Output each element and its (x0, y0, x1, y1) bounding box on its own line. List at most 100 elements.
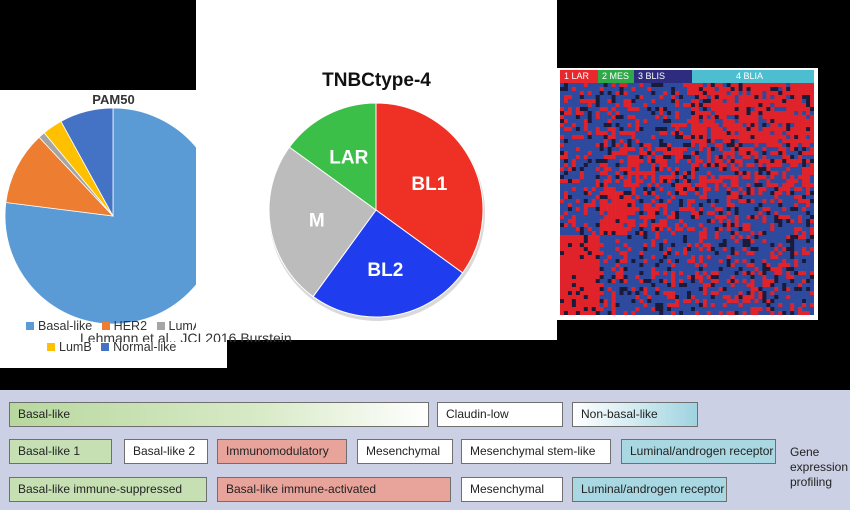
heatmap-cell (667, 211, 672, 216)
heatmap-cell (655, 183, 660, 188)
heatmap-cell (710, 247, 716, 252)
heatmap-cell (603, 251, 608, 256)
heatmap-cell (603, 107, 608, 112)
heatmap-cell (750, 295, 755, 300)
heatmap-cell (607, 123, 612, 128)
heatmap-cell (627, 295, 632, 300)
heatmap-cell (619, 227, 624, 232)
heatmap-cell (738, 115, 743, 120)
heatmap-cell (579, 175, 585, 180)
heatmap-cell (702, 239, 708, 244)
heatmap-cell (647, 195, 652, 200)
heatmap-cell (619, 155, 624, 160)
heatmap-cell (639, 119, 644, 124)
heatmap-cell (742, 143, 747, 148)
heatmap-cell (790, 103, 795, 108)
heatmap-cell (671, 287, 676, 292)
heatmap-cell (782, 219, 787, 224)
heatmap-cell (782, 131, 787, 136)
heatmap-cell (619, 135, 624, 140)
heatmap-cell (663, 187, 668, 192)
heatmap-cell (714, 223, 720, 228)
heatmap-cell (567, 303, 573, 308)
heatmap-cell (575, 227, 581, 232)
heatmap-cell (579, 235, 585, 240)
heatmap-cell (635, 227, 640, 232)
heatmap-cell (770, 251, 775, 256)
heatmap-cell (734, 195, 739, 200)
heatmap-cell (722, 259, 727, 264)
heatmap-cell (806, 243, 811, 248)
heatmap-cell (730, 259, 735, 264)
heatmap-cell (722, 243, 727, 248)
heatmap-cell (687, 239, 692, 244)
heatmap-cell (698, 127, 704, 132)
heatmap-segment-lar: 1 LAR (560, 70, 598, 83)
heatmap-cell (798, 95, 803, 100)
heatmap-cell (643, 155, 648, 160)
heatmap-cell (806, 259, 811, 264)
heatmap-cell (643, 303, 648, 308)
heatmap-cell (778, 191, 783, 196)
heatmap-cell (782, 127, 787, 132)
heatmap-cell (714, 107, 720, 112)
heatmap-cell (702, 215, 708, 220)
heatmap-cell (702, 159, 708, 164)
heatmap-cell (794, 243, 799, 248)
heatmap-cell (782, 91, 787, 96)
heatmap-cell (794, 203, 799, 208)
heatmap-cell (579, 291, 585, 296)
heatmap-cell (651, 267, 656, 272)
heatmap-cell (595, 91, 600, 96)
heatmap-cell (619, 111, 624, 116)
heatmap-cell (714, 195, 720, 200)
heatmap-cell (675, 135, 680, 140)
heatmap-cell (631, 111, 636, 116)
heatmap-cell (595, 175, 600, 180)
heatmap-cell (591, 99, 597, 104)
heatmap-cell (810, 199, 814, 204)
heatmap-cell (742, 155, 747, 160)
heatmap-cell (567, 119, 573, 124)
heatmap-cell (706, 83, 712, 88)
heatmap-cell (746, 211, 751, 216)
heatmap-cell (810, 127, 814, 132)
heatmap-cell (579, 159, 585, 164)
heatmap-cell (615, 151, 620, 156)
heatmap-cell (655, 131, 660, 136)
heatmap-cell (563, 303, 569, 308)
heatmap-cell (782, 207, 787, 212)
heatmap-cell (778, 199, 783, 204)
heatmap-cell (587, 307, 593, 312)
heatmap-cell (579, 99, 585, 104)
heatmap-cell (627, 275, 632, 280)
heatmap-cell (754, 123, 759, 128)
heatmap-cell (663, 247, 668, 252)
heatmap-cell (651, 307, 656, 312)
heatmap-cell (770, 163, 775, 168)
heatmap-cell (651, 251, 656, 256)
heatmap-cell (599, 231, 604, 236)
heatmap-cell (754, 195, 759, 200)
heatmap-cell (623, 275, 628, 280)
heatmap-cell (738, 283, 743, 288)
heatmap-cell (750, 271, 755, 276)
heatmap-cell (794, 279, 799, 284)
heatmap-cell (615, 155, 620, 160)
heatmap-cell (758, 271, 763, 276)
heatmap-cell (667, 123, 672, 128)
heatmap-cell (611, 199, 616, 204)
heatmap-cell (754, 135, 759, 140)
heatmap-cell (726, 179, 731, 184)
heatmap-cell (627, 223, 632, 228)
heatmap-cell (635, 219, 640, 224)
heatmap-cell (750, 199, 755, 204)
heatmap-cell (718, 223, 724, 228)
heatmap-cell (639, 219, 644, 224)
heatmap-cell (758, 303, 763, 308)
heatmap-cell (611, 255, 616, 260)
heatmap-cell (639, 163, 644, 168)
heatmap-cell (563, 115, 569, 120)
heatmap-cell (627, 311, 632, 315)
heatmap-cell (706, 279, 712, 284)
